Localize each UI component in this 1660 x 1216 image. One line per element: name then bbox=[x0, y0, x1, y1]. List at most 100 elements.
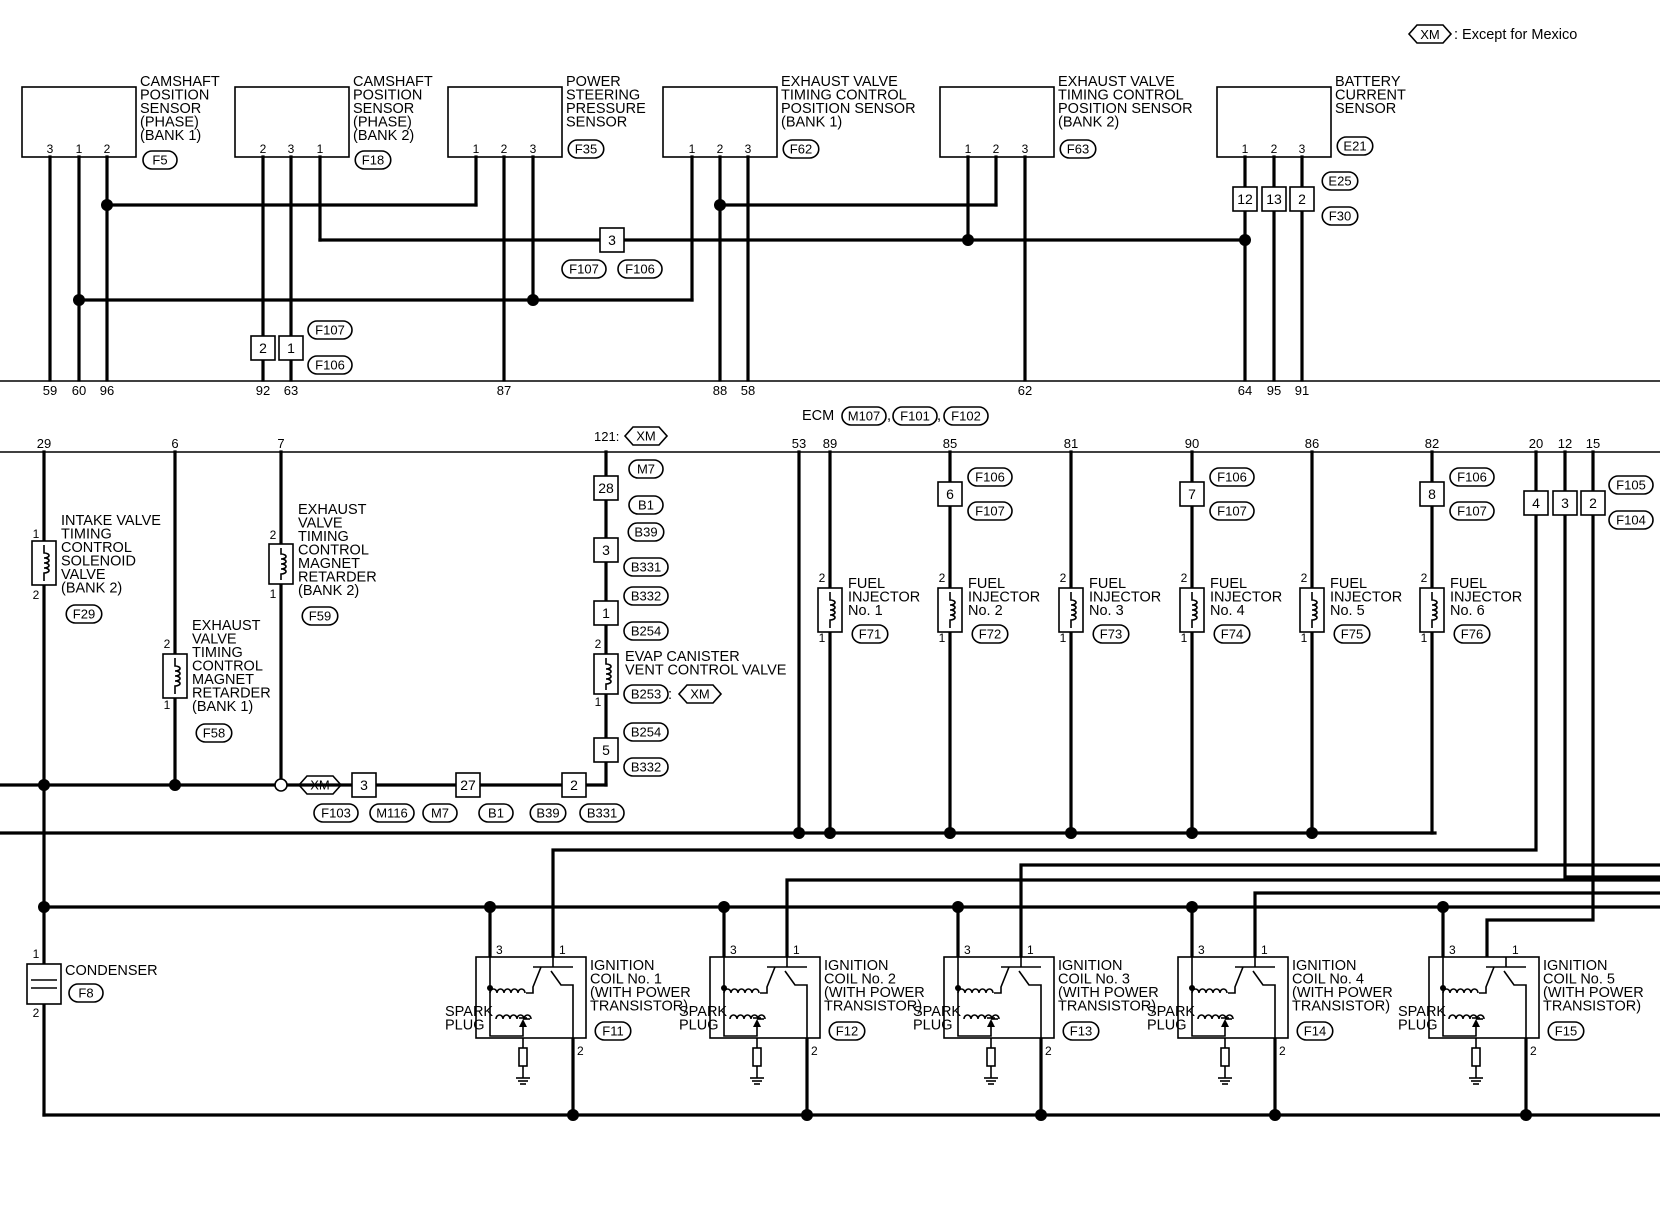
jb-top-1-box bbox=[278, 335, 304, 361]
jb-top-f106: F106 bbox=[315, 358, 345, 373]
coil-pin-3: 3 bbox=[1449, 943, 1456, 957]
cmp_b1-pin: 3 bbox=[47, 142, 54, 156]
ignition-coil-1 bbox=[475, 956, 587, 1085]
intake-valve-solenoid-coil bbox=[43, 545, 50, 581]
spark-plug-1-label-line: PLUG bbox=[445, 1018, 485, 1034]
legend: XM : Except for Mexico bbox=[1407, 24, 1577, 44]
cmp_b1-connector-badge bbox=[142, 150, 178, 170]
cmp_b2-pin: 2 bbox=[260, 142, 267, 156]
coil-joint-2-box bbox=[1580, 490, 1606, 516]
coil-joint-f104: F104 bbox=[1616, 513, 1646, 528]
jb-bcs-e25-badge bbox=[1321, 171, 1359, 191]
hchain-conn-badge bbox=[529, 803, 567, 823]
ignition-coil-5-label-line: TRANSISTOR) bbox=[1543, 999, 1641, 1015]
inj-joint-8: 8 bbox=[1428, 486, 1436, 502]
ignition-coil-2-connector-badge bbox=[828, 1021, 866, 1041]
fuel-injector-2-coil bbox=[949, 592, 956, 628]
injector-4-connector-badge bbox=[1213, 624, 1251, 644]
evap-jb-5-box bbox=[593, 737, 619, 763]
inj-pin: 1 bbox=[1181, 631, 1188, 645]
ecm-bottom-terminal: 89 bbox=[823, 436, 837, 451]
cmp_b1-pin: 1 bbox=[76, 142, 83, 156]
camshaft-sensor-bank2-box bbox=[234, 86, 350, 158]
cmp_b1-label-line: (BANK 1) bbox=[140, 128, 201, 144]
injector-4-label-line: No. 4 bbox=[1210, 603, 1245, 619]
coil-pin-3: 3 bbox=[1198, 943, 1205, 957]
coil-pin-3: 3 bbox=[964, 943, 971, 957]
inj-joint-6-box bbox=[937, 481, 963, 507]
emr2-label-line: (BANK 2) bbox=[298, 583, 359, 599]
injector-6-label-line: INJECTOR bbox=[1450, 590, 1522, 606]
inj-pin: 2 bbox=[1060, 571, 1067, 585]
evap-b254-badge bbox=[623, 621, 669, 641]
jb-bcs-2: 2 bbox=[1298, 191, 1306, 207]
hchain-27-box bbox=[455, 772, 481, 798]
ecm-top-terminal: 63 bbox=[284, 383, 298, 398]
ecm-top-terminal: 87 bbox=[497, 383, 511, 398]
injector-6-connector-badge bbox=[1453, 624, 1491, 644]
jb-bcs-e25: E25 bbox=[1328, 174, 1351, 189]
jb-bcs-f30-badge bbox=[1321, 206, 1359, 226]
ignition-coil-5-label-line: (WITH POWER bbox=[1543, 985, 1644, 1001]
cmp_b2-pin: 3 bbox=[288, 142, 295, 156]
evap-b331-badge bbox=[623, 557, 669, 577]
emr2-label-line: CONTROL bbox=[298, 543, 369, 559]
inj-pin: 2 bbox=[1421, 571, 1428, 585]
emr1-label-line: EXHAUST bbox=[192, 618, 261, 634]
injector-2-connector: F72 bbox=[979, 627, 1001, 642]
fuel-injector-1-coil bbox=[829, 592, 836, 628]
jb-top-f107-badge bbox=[307, 320, 353, 340]
ecm-top-terminal: 88 bbox=[713, 383, 727, 398]
ignition-coil-1-connector: F11 bbox=[602, 1024, 623, 1039]
cmp_b2-connector: F18 bbox=[362, 153, 384, 168]
ecm-top-terminal: 62 bbox=[1018, 383, 1032, 398]
coil-pin-2: 2 bbox=[1045, 1044, 1052, 1058]
inj-pin: 2 bbox=[1181, 571, 1188, 585]
coil-joint-f105: F105 bbox=[1616, 478, 1646, 493]
evap-b331: B331 bbox=[631, 560, 661, 575]
cmp_b1-connector: F5 bbox=[152, 153, 167, 168]
ignition-coil-5 bbox=[1428, 956, 1540, 1085]
evt_b1-label-line: (BANK 1) bbox=[781, 115, 842, 131]
coil-pin-3: 3 bbox=[496, 943, 503, 957]
emr2-label-line: TIMING bbox=[298, 529, 349, 545]
ignition-coil-2-label-line: IGNITION bbox=[824, 958, 888, 974]
inj-joint-f107-badge bbox=[1209, 501, 1255, 521]
inj-joint-f107: F107 bbox=[1217, 504, 1247, 519]
evap-pin: 2 bbox=[595, 637, 602, 651]
fuel-injector-4-coil bbox=[1191, 592, 1198, 628]
evt_b2-label-line: TIMING CONTROL bbox=[1058, 88, 1184, 104]
jb-bcs-12: 12 bbox=[1237, 191, 1253, 207]
ivt-connector: F29 bbox=[73, 607, 95, 622]
injector-3-label-line: No. 3 bbox=[1089, 603, 1124, 619]
jb-center-f107: F107 bbox=[569, 262, 599, 277]
evt_b2-label-line: EXHAUST VALVE bbox=[1058, 74, 1175, 90]
injector-2-label-line: FUEL bbox=[968, 576, 1005, 592]
coil-pin-3: 3 bbox=[730, 943, 737, 957]
ecm-top-terminal: 91 bbox=[1295, 383, 1309, 398]
ivt-label-line: SOLENOID bbox=[61, 554, 136, 570]
ecm-bottom-terminal: 82 bbox=[1425, 436, 1439, 451]
ignition-coil-5-connector: F15 bbox=[1555, 1024, 1577, 1039]
cmp_b1-label-line: (PHASE) bbox=[140, 115, 199, 131]
ignition-coil-4-label-line: (WITH POWER bbox=[1292, 985, 1393, 1001]
injector-3-connector: F73 bbox=[1100, 627, 1122, 642]
top-components bbox=[21, 86, 1332, 158]
ivt-label-line: CONTROL bbox=[61, 540, 132, 556]
ecm-conn-m107: M107 bbox=[848, 409, 881, 424]
inj-pin: 1 bbox=[819, 631, 826, 645]
injector-4-label-line: INJECTOR bbox=[1210, 590, 1282, 606]
condenser-pin: 1 bbox=[33, 947, 40, 961]
injector-6-label-line: FUEL bbox=[1450, 576, 1487, 592]
ecm-bottom-terminal: 7 bbox=[277, 436, 284, 451]
wires-top bbox=[0, 155, 1660, 382]
cmp_b2-label-line: POSITION bbox=[353, 88, 422, 104]
xm-badge bbox=[1407, 24, 1453, 44]
ignition-coil-2-label-line: COIL No. 2 bbox=[824, 972, 896, 988]
injector-3-label-line: INJECTOR bbox=[1089, 590, 1161, 606]
ecm-conn-m107-badge bbox=[841, 406, 887, 426]
cmp_b2-label-line: CAMSHAFT bbox=[353, 74, 433, 90]
evap-m7-badge bbox=[628, 459, 664, 479]
spark-plug-2-label-line: SPARK bbox=[679, 1004, 727, 1020]
emr1-label-line: (BANK 1) bbox=[192, 699, 253, 715]
